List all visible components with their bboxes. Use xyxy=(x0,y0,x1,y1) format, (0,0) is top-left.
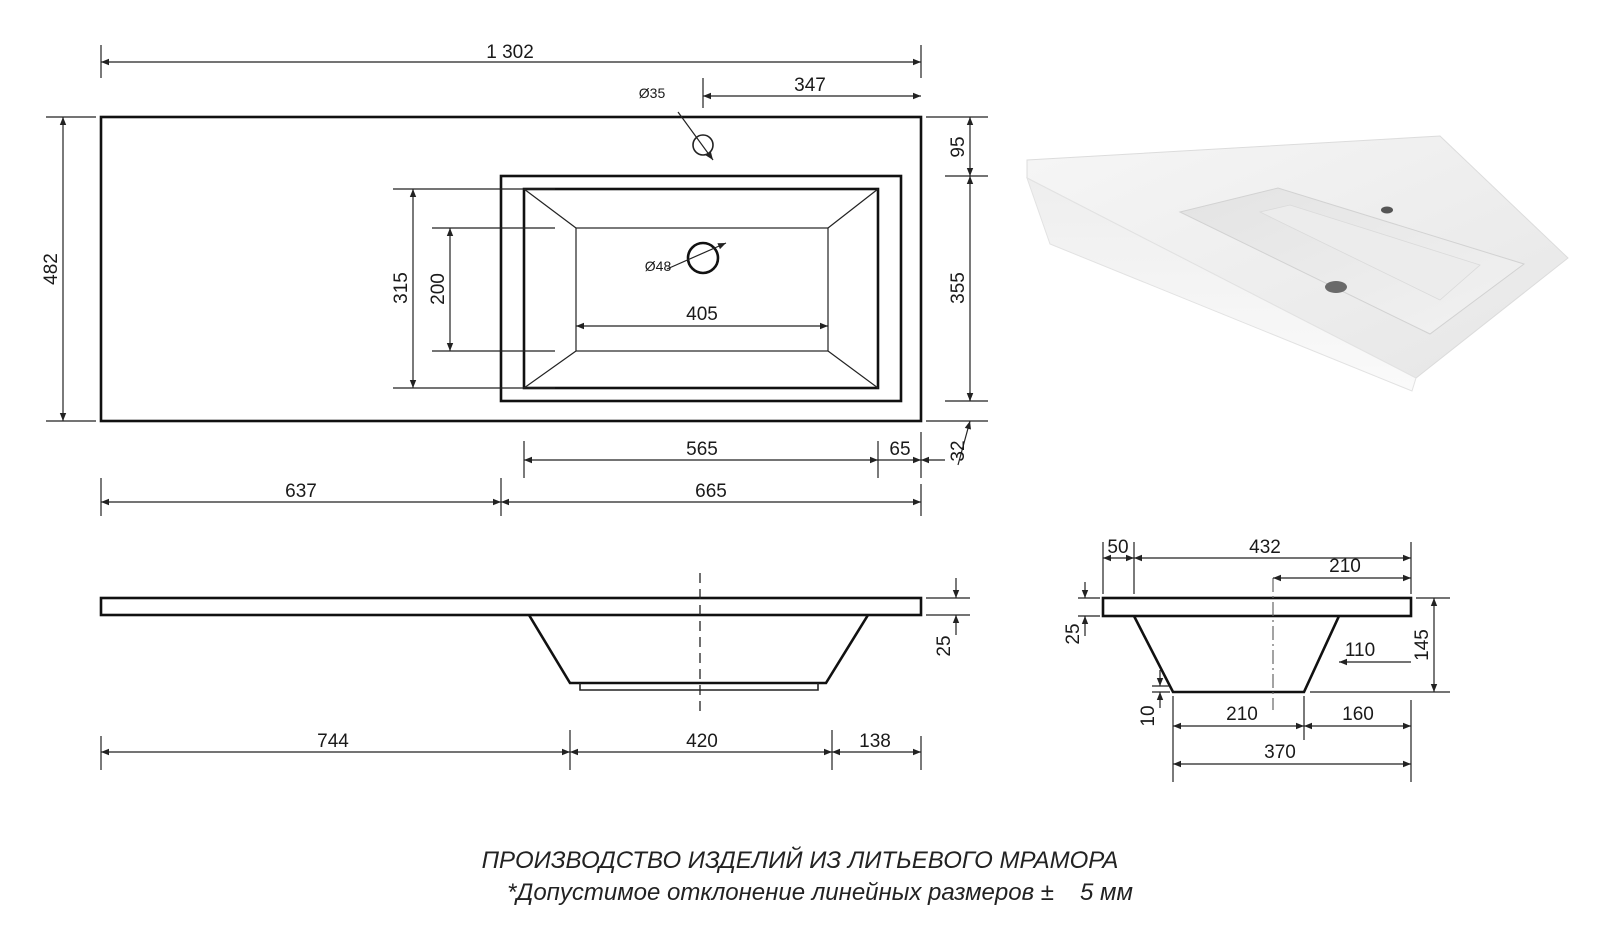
dim-side-slab-thickness: 25 xyxy=(1063,623,1084,644)
tolerance-value: 5 мм xyxy=(1079,879,1133,906)
dim-front-edge: 95 xyxy=(948,136,969,157)
side-slab xyxy=(1101,596,1413,618)
dim-side-bottom-total: 370 xyxy=(1264,742,1296,763)
dim-side-top-depth: 432 xyxy=(1249,537,1281,558)
footer-title: ПРОИЗВОДСТВО ИЗДЕЛИЙ ИЗ ЛИТЬЕВОГО МРАМОР… xyxy=(481,847,1119,874)
tolerance-text: *Допустимое отклонение линейных размеров… xyxy=(507,879,1054,906)
footer-tolerance-note: *Допустимое отклонение линейных размеров… xyxy=(0,879,1600,907)
dim-overall-depth: 482 xyxy=(41,253,62,285)
dim-faucet-diameter: Ø35 xyxy=(639,85,666,101)
faucet-hole-icon xyxy=(692,134,714,156)
render-drain-hole-icon xyxy=(1325,281,1347,293)
dim-bowl-depth-outer: 355 xyxy=(948,272,969,304)
dim-front-left-offset: 744 xyxy=(317,731,349,752)
dim-side-axis-to-back: 210 xyxy=(1329,556,1361,577)
front-view: 25 744 420 138 xyxy=(99,573,970,770)
dim-side-floor-thickness: 10 xyxy=(1138,705,1159,726)
front-slab xyxy=(99,596,923,617)
bowl-outer-rim xyxy=(499,174,903,403)
side-view: 50 432 210 25 110 145 10 210 160 370 xyxy=(1063,537,1450,782)
dim-back-edge: 32 xyxy=(948,440,969,461)
dim-drain-diameter: Ø48 xyxy=(645,258,672,274)
dim-bowl-floor-depth: 200 xyxy=(428,273,449,305)
dim-side-rim: 65 xyxy=(889,439,910,460)
dim-side-bottom-offset: 160 xyxy=(1342,704,1374,725)
dim-bowl-inner-depth: 315 xyxy=(391,272,412,304)
bowl-floor xyxy=(575,227,829,352)
dim-bowl-floor-width: 405 xyxy=(686,304,718,325)
dim-side-front-lip: 50 xyxy=(1107,537,1128,558)
dim-overall-length: 1 302 xyxy=(486,42,534,63)
dim-bowl-block-width: 665 xyxy=(695,481,727,502)
drain-hole-icon xyxy=(686,241,720,275)
dim-front-bowl-width: 420 xyxy=(686,731,718,752)
render-faucet-hole-icon xyxy=(1381,206,1393,214)
dim-front-slab-thickness: 25 xyxy=(934,635,955,656)
dim-side-bottom-width: 210 xyxy=(1226,704,1258,725)
countertop-outline xyxy=(99,115,923,423)
dim-side-inner-offset: 110 xyxy=(1345,640,1375,661)
plan-view: 1 302 347 Ø35 Ø48 482 315 200 405 xyxy=(41,42,988,516)
dim-left-counter: 637 xyxy=(285,481,317,502)
dim-faucet-offset: 347 xyxy=(794,75,826,96)
product-render xyxy=(1026,135,1569,392)
dim-front-right-offset: 138 xyxy=(859,731,891,752)
bowl-inner-edge xyxy=(522,187,880,390)
dim-side-total-height: 145 xyxy=(1412,629,1433,661)
dim-bowl-inner-width: 565 xyxy=(686,439,718,460)
